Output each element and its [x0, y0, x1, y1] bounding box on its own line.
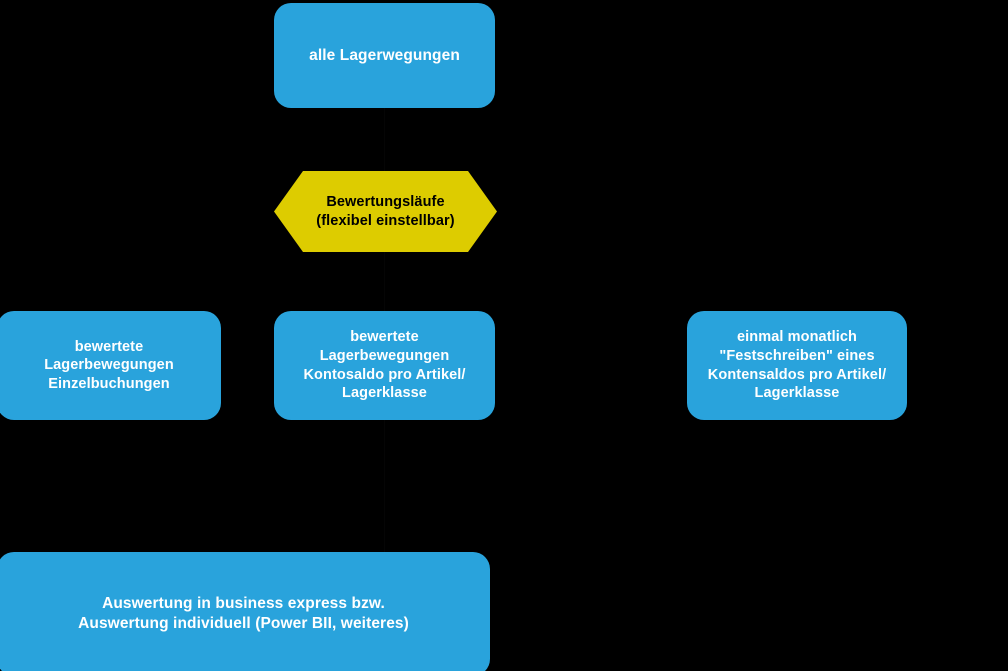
node-all-movements[interactable]: alle Lagerwegungen	[274, 3, 495, 108]
node-valuation-runs-label: Bewertungsläufe (flexibel einstellbar)	[316, 193, 455, 229]
node-valued-movements-account-balance[interactable]: bewertete Lagerbewegungen Kontosaldo pro…	[274, 311, 495, 420]
node-valuation-runs[interactable]: Bewertungsläufe (flexibel einstellbar)	[274, 171, 497, 252]
node-evaluation-label: Auswertung in business express bzw. Ausw…	[78, 595, 409, 632]
connector-all-movements-to-valuation-runs	[384, 108, 385, 171]
node-valued-movements-single-entries-label: bewertete Lagerbewegungen Einzelbuchunge…	[44, 338, 174, 392]
node-valued-movements-single-entries[interactable]: bewertete Lagerbewegungen Einzelbuchunge…	[0, 311, 221, 420]
node-valued-movements-account-balance-label: bewertete Lagerbewegungen Kontosaldo pro…	[303, 329, 466, 402]
connector-valued-balance-to-evaluation	[384, 420, 385, 552]
node-monthly-fixing[interactable]: einmal monatlich "Festschreiben" eines K…	[687, 311, 907, 420]
node-all-movements-label: alle Lagerwegungen	[309, 46, 460, 64]
node-evaluation[interactable]: Auswertung in business express bzw. Ausw…	[0, 552, 490, 671]
connector-valuation-runs-to-valued-balance	[384, 252, 385, 311]
node-monthly-fixing-label: einmal monatlich "Festschreiben" eines K…	[707, 329, 887, 402]
